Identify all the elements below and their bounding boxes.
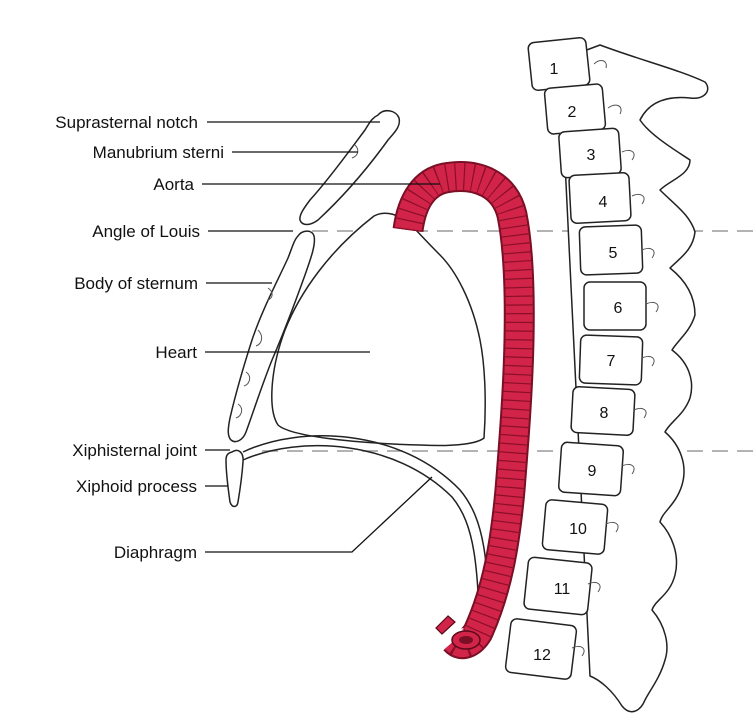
label-suprasternal-notch: Suprasternal notch — [55, 113, 198, 132]
label-manubrium-sterni: Manubrium sterni — [93, 143, 224, 162]
vertebra-number-7: 7 — [607, 353, 616, 370]
manubrium-sternum — [300, 111, 400, 225]
aorta-lumen — [459, 636, 473, 644]
vertebra-number-2: 2 — [568, 104, 577, 121]
vertebra-number-5: 5 — [609, 245, 618, 262]
label-aorta: Aorta — [153, 175, 194, 194]
vertebra-body-1 — [528, 37, 591, 91]
vertebra-number-9: 9 — [588, 463, 597, 480]
label-body-of-sternum: Body of sternum — [74, 274, 198, 293]
vertebral-column — [505, 37, 708, 712]
vertebra-number-10: 10 — [569, 521, 587, 538]
vertebra-number-12: 12 — [533, 647, 551, 664]
vertebra-number-11: 11 — [554, 581, 571, 598]
vertebra-number-4: 4 — [599, 194, 608, 211]
label-diaphragm: Diaphragm — [114, 543, 197, 562]
label-angle-of-louis: Angle of Louis — [92, 222, 200, 241]
aorta-branch-stub — [436, 616, 455, 634]
xiphoid-process-bone — [226, 450, 243, 506]
vertebra-number-1: 1 — [550, 61, 559, 78]
label-xiphisternal-joint: Xiphisternal joint — [72, 441, 197, 460]
vertebra-number-3: 3 — [587, 147, 596, 164]
label-xiphoid-process: Xiphoid process — [76, 477, 197, 496]
vertebra-number-6: 6 — [614, 300, 623, 317]
vertebra-number-8: 8 — [600, 405, 609, 422]
label-heart: Heart — [155, 343, 197, 362]
